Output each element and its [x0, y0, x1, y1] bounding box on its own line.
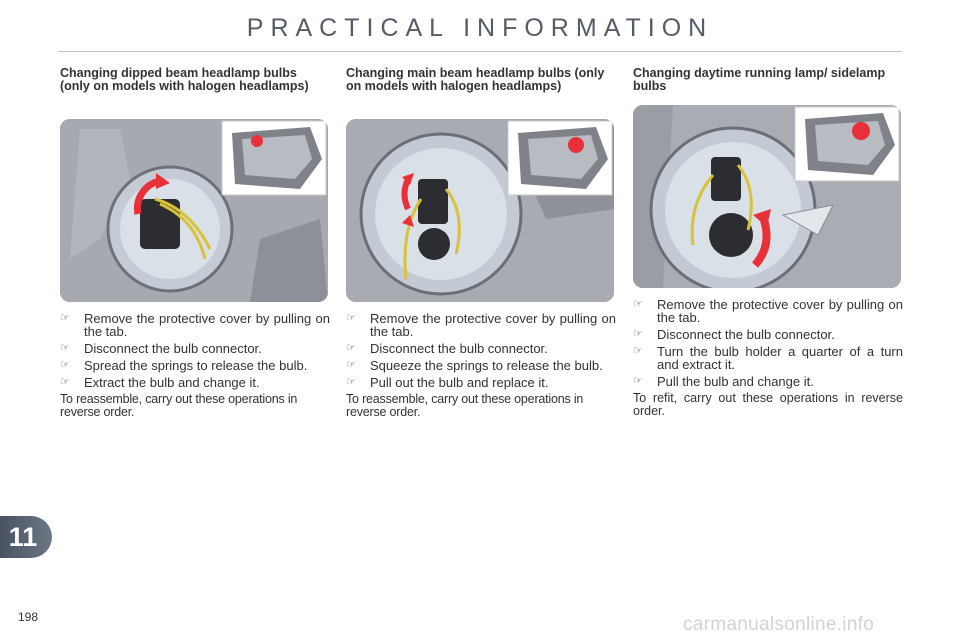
- watermark: carmanualsonline.info: [683, 614, 875, 635]
- list-item: ☞Disconnect the bulb connector.: [633, 327, 835, 342]
- list-item: ☞Disconnect the bulb connector.: [60, 341, 262, 356]
- headlamp-diagram-icon: [633, 105, 901, 288]
- section-heading: Changing daytime running lamp/ sidelamp …: [633, 66, 886, 93]
- pointing-hand-icon: ☞: [346, 342, 356, 354]
- main-beam-illustration: [346, 119, 614, 302]
- pointing-hand-icon: ☞: [346, 376, 356, 388]
- pointing-hand-icon: ☞: [60, 342, 70, 354]
- section-daytime-running-lamp: Changing daytime running lamp/ sidelamp …: [633, 67, 903, 418]
- header-divider: [58, 51, 902, 52]
- list-item: ☞Disconnect the bulb connector.: [346, 341, 548, 356]
- daytime-lamp-illustration: [633, 105, 901, 288]
- reassembly-note: To reassemble, carry out these operation…: [60, 392, 298, 419]
- reassembly-note: To refit, carry out these operations in …: [633, 391, 903, 418]
- pointing-hand-icon: ☞: [633, 298, 643, 310]
- section-dipped-beam: Changing dipped beam headlamp bulbs (onl…: [60, 67, 330, 419]
- list-item: ☞Remove the protective cover by pulling …: [346, 311, 616, 339]
- headlamp-diagram-icon: [346, 119, 614, 302]
- steps-list: ☞Remove the protective cover by pulling …: [346, 312, 616, 389]
- headlamp-diagram-icon: [60, 119, 328, 302]
- page-number: 198: [18, 610, 39, 624]
- pointing-hand-icon: ☞: [60, 359, 70, 371]
- section-heading: Changing main beam headlamp bulbs (only …: [346, 66, 605, 93]
- list-item: ☞Remove the protective cover by pulling …: [633, 297, 903, 325]
- list-item: ☞Pull the bulb and change it.: [633, 374, 814, 389]
- pointing-hand-icon: ☞: [633, 328, 643, 340]
- chapter-tab: 11: [0, 516, 52, 558]
- steps-list: ☞Remove the protective cover by pulling …: [60, 312, 330, 389]
- list-item: ☞Spread the springs to release the bulb.: [60, 358, 308, 373]
- pointing-hand-icon: ☞: [346, 312, 356, 324]
- dipped-beam-illustration: [60, 119, 328, 302]
- pointing-hand-icon: ☞: [633, 345, 643, 357]
- pointing-hand-icon: ☞: [60, 376, 70, 388]
- steps-list: ☞Remove the protective cover by pulling …: [633, 298, 903, 388]
- reassembly-note: To reassemble, carry out these operation…: [346, 392, 584, 419]
- list-item: ☞Extract the bulb and change it.: [60, 375, 260, 390]
- list-item: ☞Turn the bulb holder a quarter of a tur…: [633, 344, 903, 372]
- list-item: ☞Remove the protective cover by pulling …: [60, 311, 330, 339]
- pointing-hand-icon: ☞: [346, 359, 356, 371]
- pointing-hand-icon: ☞: [60, 312, 70, 324]
- chapter-number: 11: [8, 521, 38, 552]
- list-item: ☞Squeeze the springs to release the bulb…: [346, 358, 603, 373]
- page-title: PRACTICAL INFORMATION: [246, 14, 714, 42]
- list-item: ☞Pull out the bulb and replace it.: [346, 375, 549, 390]
- section-main-beam: Changing main beam headlamp bulbs (only …: [346, 67, 616, 419]
- section-heading: Changing dipped beam headlamp bulbs (onl…: [60, 66, 309, 93]
- pointing-hand-icon: ☞: [633, 375, 643, 387]
